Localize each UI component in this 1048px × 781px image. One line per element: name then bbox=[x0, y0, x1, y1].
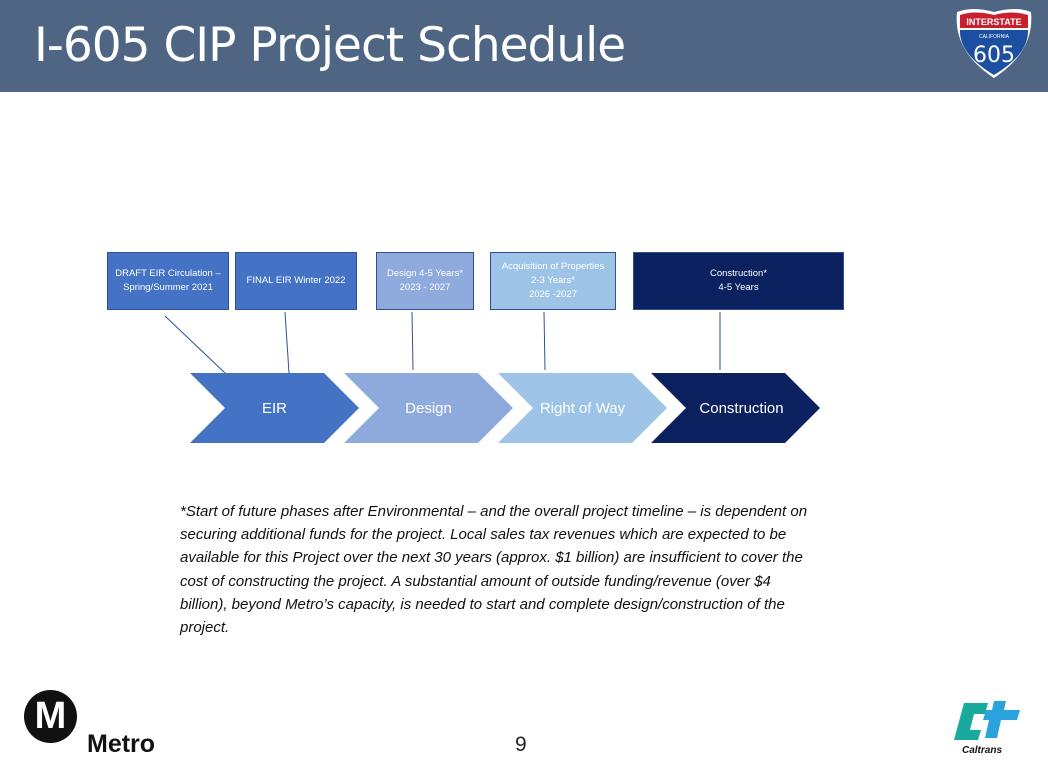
shield-state-text: CALIFORNIA bbox=[979, 34, 1010, 40]
caltrans-logo bbox=[954, 701, 1020, 740]
milestone-draft-eir: DRAFT EIR Circulation – Spring/Summer 20… bbox=[107, 252, 229, 310]
phase-chevron-design bbox=[344, 373, 513, 443]
phase-chevron-right-of-way bbox=[498, 373, 667, 443]
phase-label: Construction bbox=[699, 400, 783, 417]
milestone-construction: Construction* 4-5 Years bbox=[633, 252, 844, 310]
connector-line bbox=[411, 311, 414, 371]
phase-label: EIR bbox=[262, 400, 287, 417]
milestone-design: Design 4-5 Years* 2023 - 2027 bbox=[376, 252, 474, 310]
milestone-acquisition: Acquisition of Properties 2-3 Years* 202… bbox=[490, 252, 616, 310]
phase-label: Right of Way bbox=[540, 400, 626, 417]
phase-chevron-eir bbox=[190, 373, 359, 443]
metro-logo: M Metro bbox=[24, 690, 184, 760]
connector-line bbox=[164, 315, 226, 374]
slide-header: I-605 CIP Project Schedule INTERSTATE CA… bbox=[0, 0, 1048, 92]
shield-number-text: 605 bbox=[973, 43, 1015, 68]
milestone-final-eir: FINAL EIR Winter 2022 bbox=[235, 252, 357, 310]
slide-title: I-605 CIP Project Schedule bbox=[34, 18, 626, 73]
page-number: 9 bbox=[515, 733, 527, 756]
metro-m-icon: M bbox=[24, 690, 77, 743]
connector-line bbox=[543, 311, 546, 371]
metro-wordmark: Metro bbox=[87, 730, 156, 758]
caltrans-wordmark: Caltrans bbox=[962, 745, 1003, 756]
connector-line bbox=[284, 311, 290, 374]
shield-top-text: INTERSTATE bbox=[966, 17, 1021, 27]
interstate-shield-logo: INTERSTATE CALIFORNIA 605 bbox=[956, 9, 1032, 78]
footnote: *Start of future phases after Environmen… bbox=[180, 503, 808, 637]
phase-chevron-construction bbox=[651, 373, 820, 443]
phase-label: Design bbox=[405, 400, 452, 417]
